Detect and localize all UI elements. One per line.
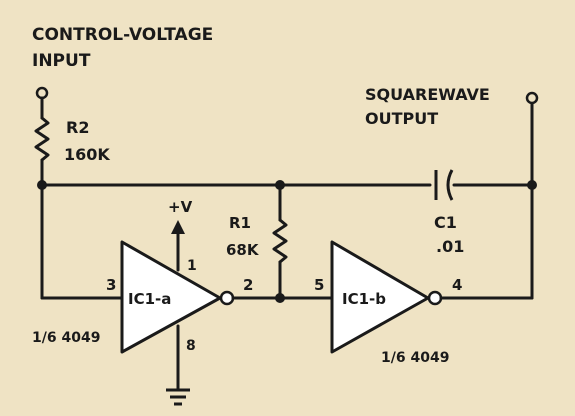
input-label-line1: CONTROL-VOLTAGE <box>32 25 213 45</box>
ic1b-inversion-bubble <box>427 290 443 306</box>
supply-label: +V <box>168 198 193 216</box>
ic1a-pin-vcc: 1 <box>187 258 197 274</box>
r2-value: 160K <box>64 145 110 164</box>
ic1b-name: IC1-b <box>342 290 386 308</box>
c1-name: C1 <box>434 213 457 232</box>
ic1a-inverter-symbol <box>120 240 222 354</box>
output-label-line2: OUTPUT <box>365 109 438 128</box>
output-label-line1: SQUAREWAVE <box>365 85 490 104</box>
ic1a-pin-out: 2 <box>243 276 253 294</box>
r1-resistor <box>272 218 288 264</box>
r1-value: 68K <box>226 241 260 259</box>
c1-plate-curved <box>446 169 454 201</box>
r2-resistor <box>34 116 50 162</box>
c1-value: .01 <box>436 237 464 256</box>
r2-name: R2 <box>66 118 89 137</box>
ic1a-pin-gnd: 8 <box>186 338 196 354</box>
output-terminal <box>525 91 539 105</box>
ic1b-inverter-symbol <box>330 240 430 354</box>
ic1a-name: IC1-a <box>128 290 171 308</box>
r1-name: R1 <box>229 214 251 232</box>
input-label-line2: INPUT <box>32 51 91 71</box>
ic1a-part: 1/6 4049 <box>32 330 100 346</box>
ic1b-pin-out: 4 <box>452 276 462 294</box>
ic1a-inversion-bubble <box>219 290 235 306</box>
ic1b-part: 1/6 4049 <box>381 350 449 366</box>
ic1b-pin-in: 5 <box>314 276 324 294</box>
ic1a-pin-in: 3 <box>106 276 116 294</box>
supply-arrow <box>171 220 185 234</box>
